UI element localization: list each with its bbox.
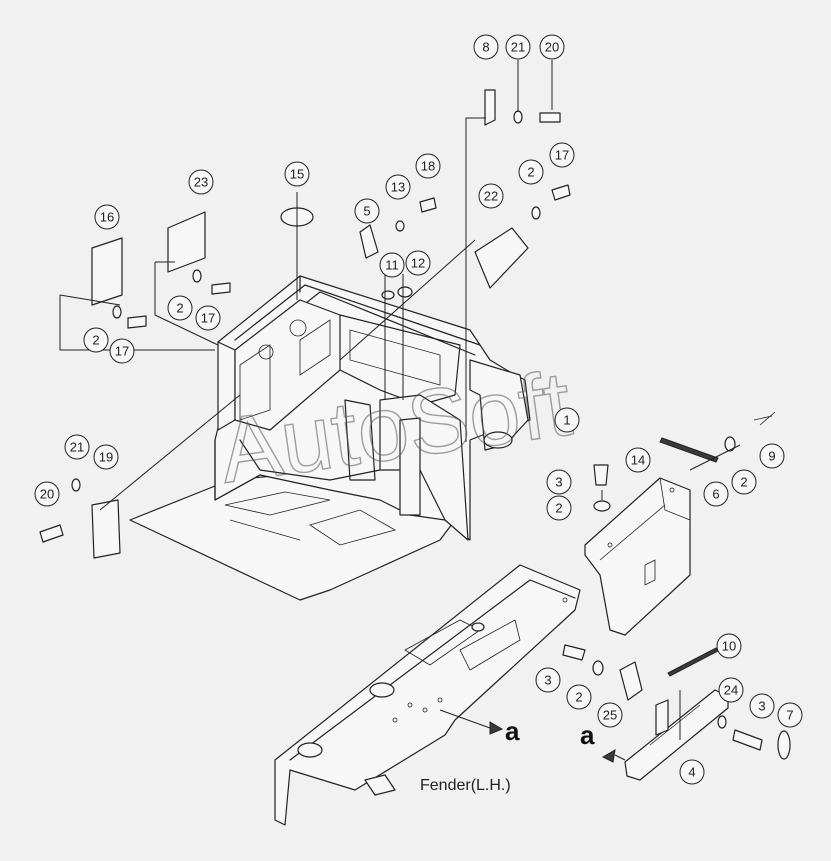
callout-21-left: 21 [64,434,90,460]
callout-10: 10 [716,633,742,659]
callout-2-washer: 2 [546,495,572,521]
svg-text:3: 3 [758,699,765,714]
svg-text:17: 17 [115,344,129,359]
view-marker-a-right: a [505,716,520,746]
callout-4: 4 [679,759,705,785]
svg-text:7: 7 [786,708,793,723]
plate-22 [474,227,529,289]
callout-9: 9 [759,443,785,469]
svg-text:24: 24 [724,683,738,698]
svg-text:2: 2 [92,333,99,348]
fender-label: Fender(L.H.) [420,777,511,794]
svg-text:21: 21 [70,440,84,455]
callout-24: 24 [718,677,744,703]
svg-text:2: 2 [555,501,562,516]
svg-text:22: 22 [484,189,498,204]
svg-text:17: 17 [201,311,215,326]
svg-text:9: 9 [768,449,775,464]
svg-text:17: 17 [555,148,569,163]
svg-text:5: 5 [363,204,370,219]
svg-text:2: 2 [575,690,582,705]
svg-text:20: 20 [545,40,559,55]
callout-12: 12 [405,250,431,276]
svg-text:8: 8 [482,40,489,55]
callout-8: 8 [473,34,499,60]
callout-21-top: 21 [505,34,531,60]
callout-17-mid: 17 [195,305,221,331]
callout-16: 16 [94,204,120,230]
svg-text:21: 21 [511,40,525,55]
svg-text:15: 15 [290,167,304,182]
view-marker-a-left: a [580,720,595,750]
svg-text:25: 25 [603,708,617,723]
callout-20-left: 20 [34,481,60,507]
trim-strip [667,647,719,677]
plate-16 [91,237,123,306]
svg-text:12: 12 [411,256,425,271]
svg-text:16: 16 [100,210,114,225]
clip-part [619,661,669,736]
callout-1: 1 [554,407,580,433]
callout-7: 7 [777,702,803,728]
svg-text:6: 6 [712,487,719,502]
callout-14: 14 [625,447,651,473]
callout-2-right: 2 [518,159,544,185]
gasket-strip [659,437,719,463]
svg-text:18: 18 [421,159,435,174]
fender-step-assembly [274,564,581,826]
svg-text:3: 3 [544,673,551,688]
svg-text:2: 2 [527,165,534,180]
leader-lines [59,60,741,763]
callout-19: 19 [93,444,119,470]
plate-23 [167,211,206,273]
callout-3-low: 3 [535,667,561,693]
callout-3-top: 3 [546,469,572,495]
callout-17-right: 17 [549,142,575,168]
svg-text:1: 1 [563,413,570,428]
svg-text:19: 19 [99,450,113,465]
callout-2-9: 2 [731,469,757,495]
callout-2-mid: 2 [167,295,193,321]
callout-23: 23 [188,169,214,195]
svg-text:2: 2 [740,475,747,490]
callout-25: 25 [597,702,623,728]
svg-text:20: 20 [40,487,54,502]
svg-text:2: 2 [176,301,183,316]
svg-text:11: 11 [385,258,399,273]
svg-text:13: 13 [391,180,405,195]
callout-20-top: 20 [539,34,565,60]
callout-2-left: 2 [83,327,109,353]
callout-6: 6 [703,481,729,507]
svg-text:3: 3 [555,475,562,490]
callout-5: 5 [354,198,380,224]
svg-text:4: 4 [688,765,695,780]
front-cover-panel [584,477,691,636]
callout-13: 13 [385,174,411,200]
plate-19 [91,499,121,559]
bracket-5 [359,224,379,259]
svg-text:14: 14 [631,453,645,468]
callout-22: 22 [478,183,504,209]
callout-18: 18 [415,153,441,179]
callout-11: 11 [379,252,405,278]
callout-2-low: 2 [566,684,592,710]
cab-frame [214,275,531,541]
callout-3-right: 3 [749,693,775,719]
bracket-8 [484,89,496,126]
callout-17-left: 17 [109,338,135,364]
cover-plates [91,89,529,559]
rear-bracket [624,689,729,781]
svg-text:23: 23 [194,175,208,190]
callout-15: 15 [284,161,310,187]
svg-text:10: 10 [722,639,736,654]
